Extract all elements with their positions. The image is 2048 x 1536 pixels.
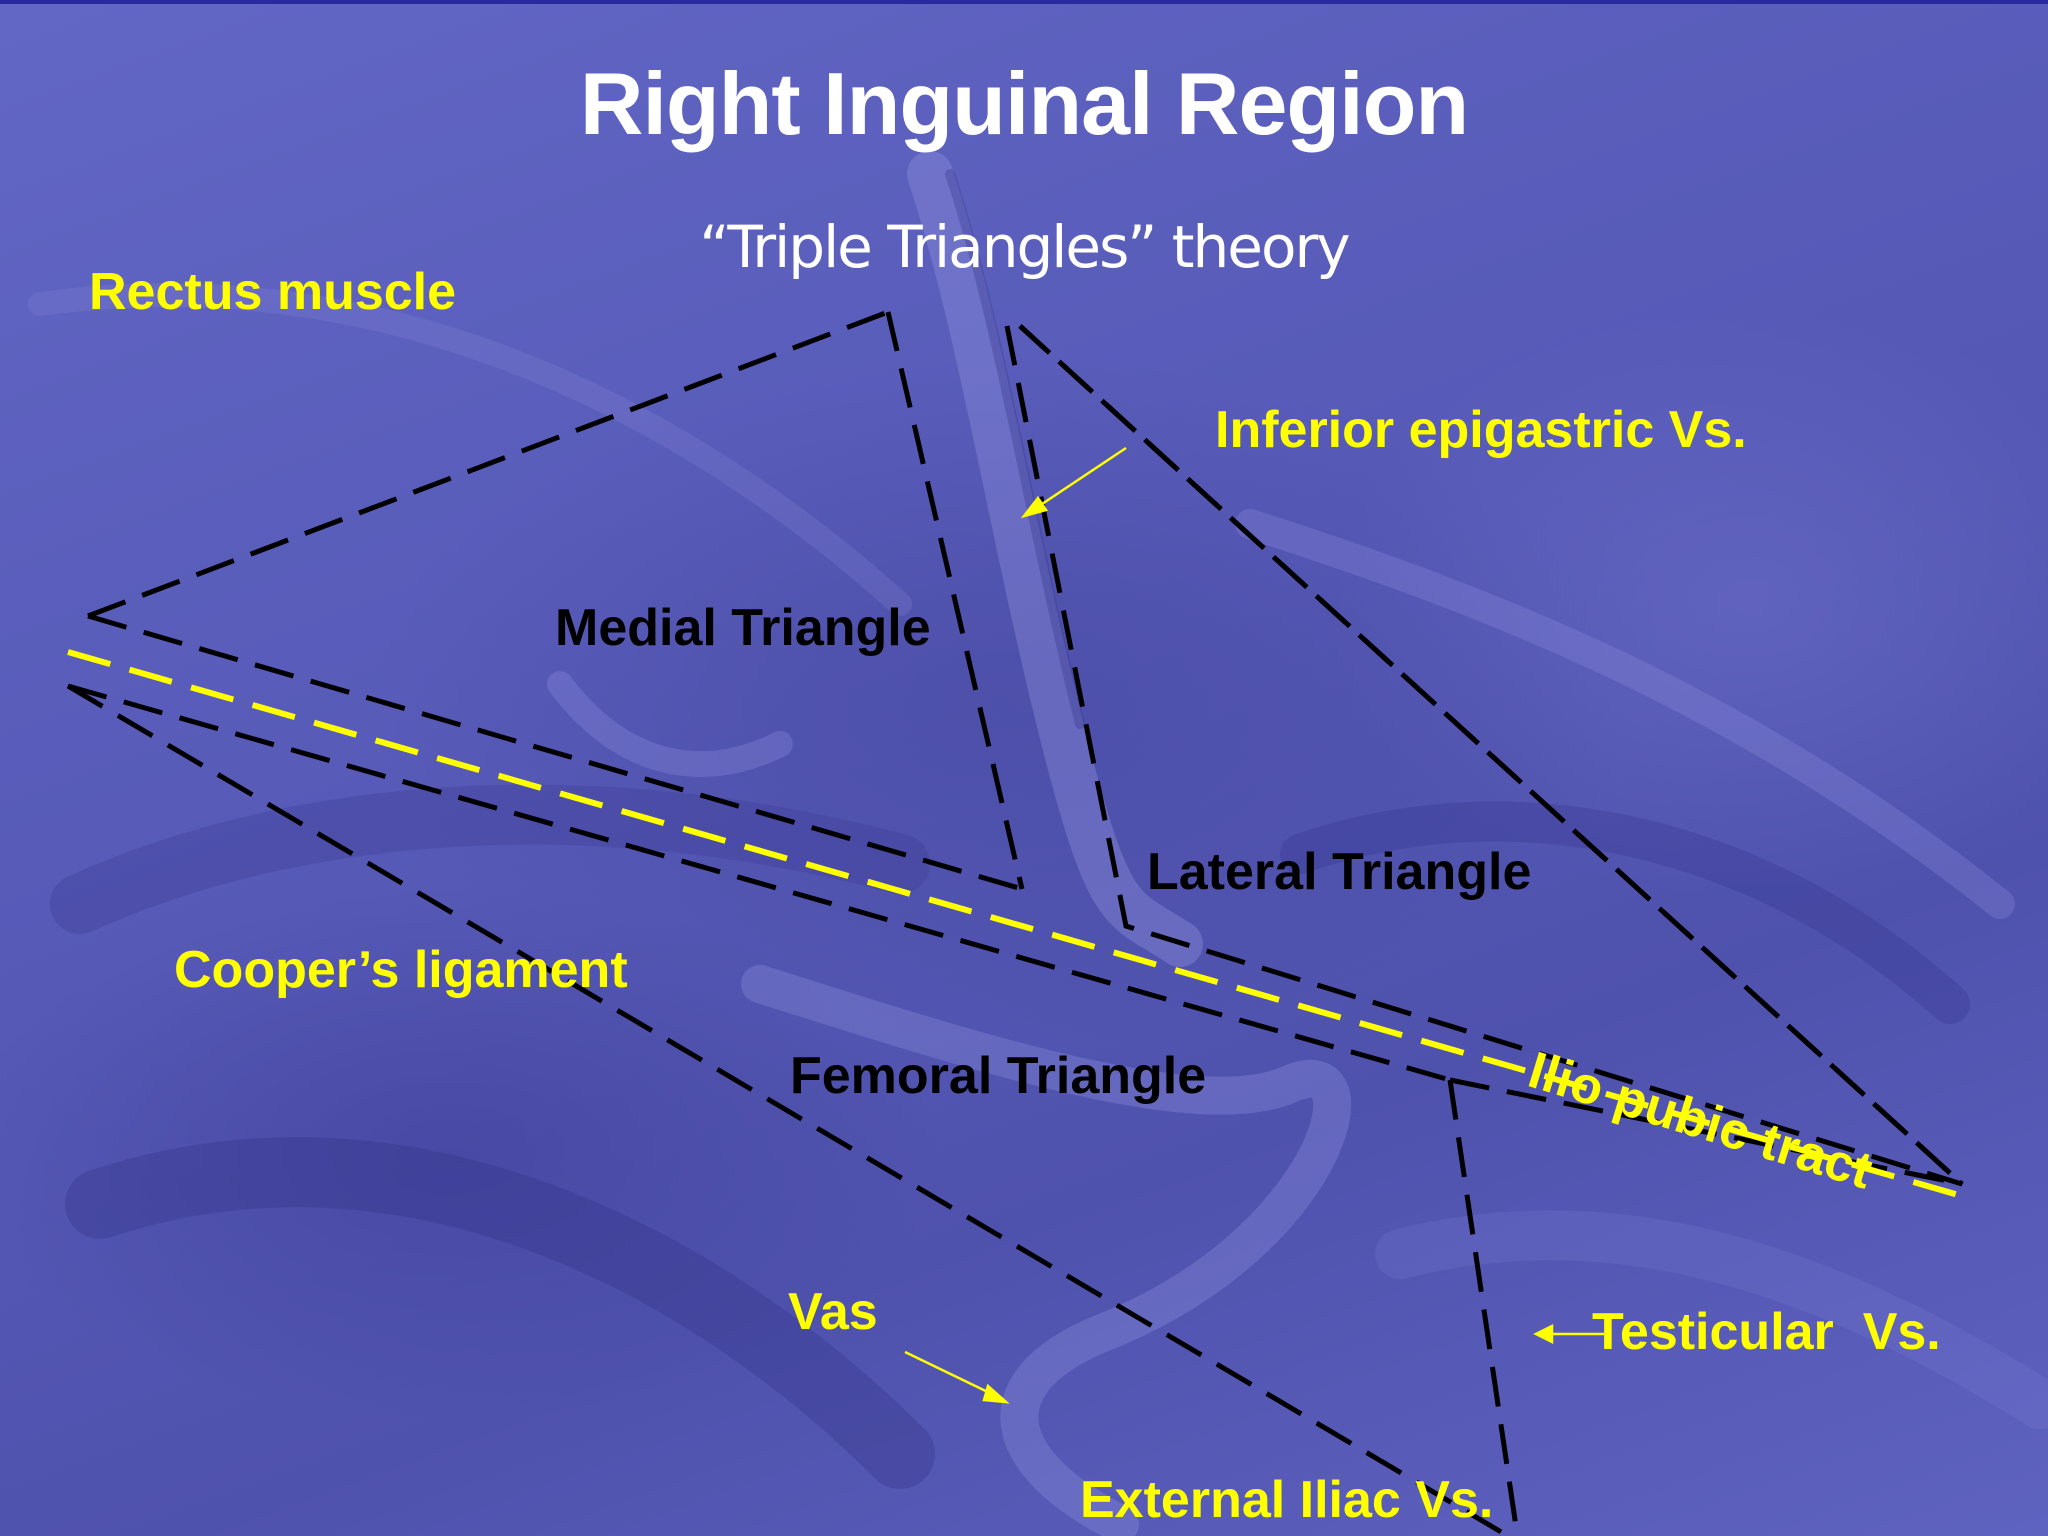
medial-triangle-top-edge [87,309,889,619]
muscle-fiber-4 [65,1137,935,1489]
femoral-triangle-right-edge [1447,1079,1520,1536]
label-medial-triangle: Medial Triangle [555,599,931,657]
triangle-diagram [66,309,1964,1536]
femoral-lateral-continuation [1449,1077,1963,1187]
label-vas: Vas [788,1283,878,1341]
vas-arrowhead [982,1383,1010,1404]
slide-subtitle: “Triple Triangles” theory [699,213,1350,281]
lateral-triangle-outline [1004,324,1964,1187]
epigastric-pointer-arrow [1035,446,1127,510]
label-testicular-vessels: Testicular Vs. [1592,1303,1941,1361]
muscle-fiber-6 [1375,1210,2048,1429]
epigastric-arrowhead [1020,495,1049,519]
muscle-fiber-1 [28,283,912,616]
anatomy-background [28,151,2048,1536]
label-inferior-epigastric-vessels: Inferior epigastric Vs. [1215,401,1747,459]
lateral-triangle-right-edge [1018,324,1964,1186]
medial-triangle-right-edge [885,311,1025,890]
label-femoral-triangle: Femoral Triangle [790,1047,1207,1105]
label-lateral-triangle: Lateral Triangle [1147,843,1532,901]
ilio-pubic-tract-line [67,649,1963,1199]
muscle-fiber-2 [1235,509,2015,919]
label-rectus-muscle: Rectus muscle [89,263,457,321]
medial-triangle-bottom-edge [87,613,1023,892]
vas-curve [741,965,1352,1536]
label-external-iliac-vessels: External Iliac Vs. [1080,1471,1494,1529]
muscle-fiber-5 [547,671,793,777]
testicular-arrowhead [1533,1323,1554,1345]
vessel-inferior-epigastric [907,151,1203,967]
femoral-triangle-left-edge [66,683,1510,1536]
vessel-inferior-epigastric-edge [945,169,1085,729]
slide-title: Right Inguinal Region [579,54,1469,153]
cooper-fold [50,784,930,934]
label-coopers-ligament: Cooper’s ligament [174,941,628,999]
vas-pointer-arrow [904,1350,997,1398]
femoral-triangle-top-edge [67,683,1451,1083]
muscle-fiber-3 [1280,801,1970,1024]
